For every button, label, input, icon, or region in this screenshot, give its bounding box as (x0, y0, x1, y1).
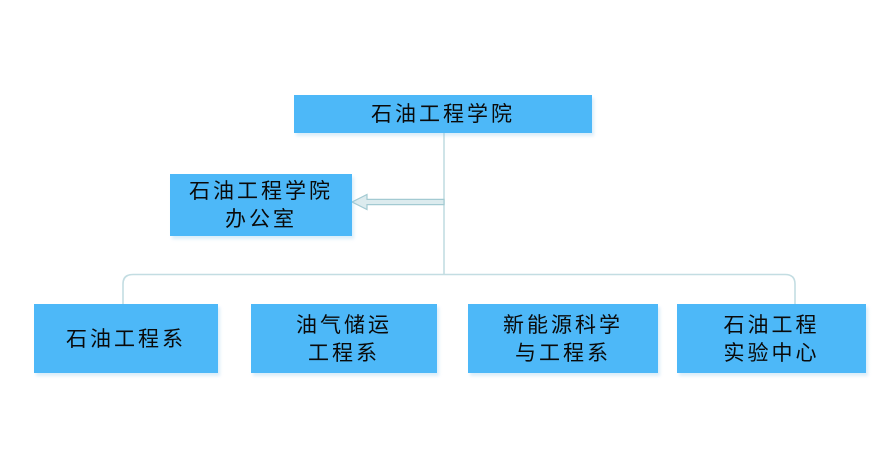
node-label: 石油工程学院 (371, 102, 515, 126)
node-dept-petroleum-engineering[interactable]: 石油工程系 (34, 304, 218, 373)
node-dept-new-energy-science[interactable]: 新能源科学 与工程系 (468, 304, 658, 373)
node-label-line-2: 与工程系 (515, 340, 611, 365)
node-petroleum-lab-center[interactable]: 石油工程 实验中心 (677, 304, 866, 373)
node-label-line-1: 石油工程 (723, 312, 820, 337)
node-label: 石油工程系 (66, 326, 186, 351)
node-label-line-2: 办公室 (225, 207, 297, 231)
node-label-line-1: 油气储运 (296, 312, 392, 337)
node-label-line-1: 石油工程学院 (189, 179, 333, 203)
node-label-line-1: 新能源科学 (503, 312, 623, 337)
node-label-line-2: 实验中心 (723, 340, 820, 365)
node-college-office[interactable]: 石油工程学院 办公室 (170, 174, 352, 236)
node-college-root[interactable]: 石油工程学院 (294, 95, 592, 133)
node-label-line-2: 工程系 (308, 340, 380, 365)
node-dept-oil-gas-storage[interactable]: 油气储运 工程系 (251, 304, 437, 373)
branch-connector (122, 273, 796, 304)
office-arrow-icon (350, 193, 445, 211)
